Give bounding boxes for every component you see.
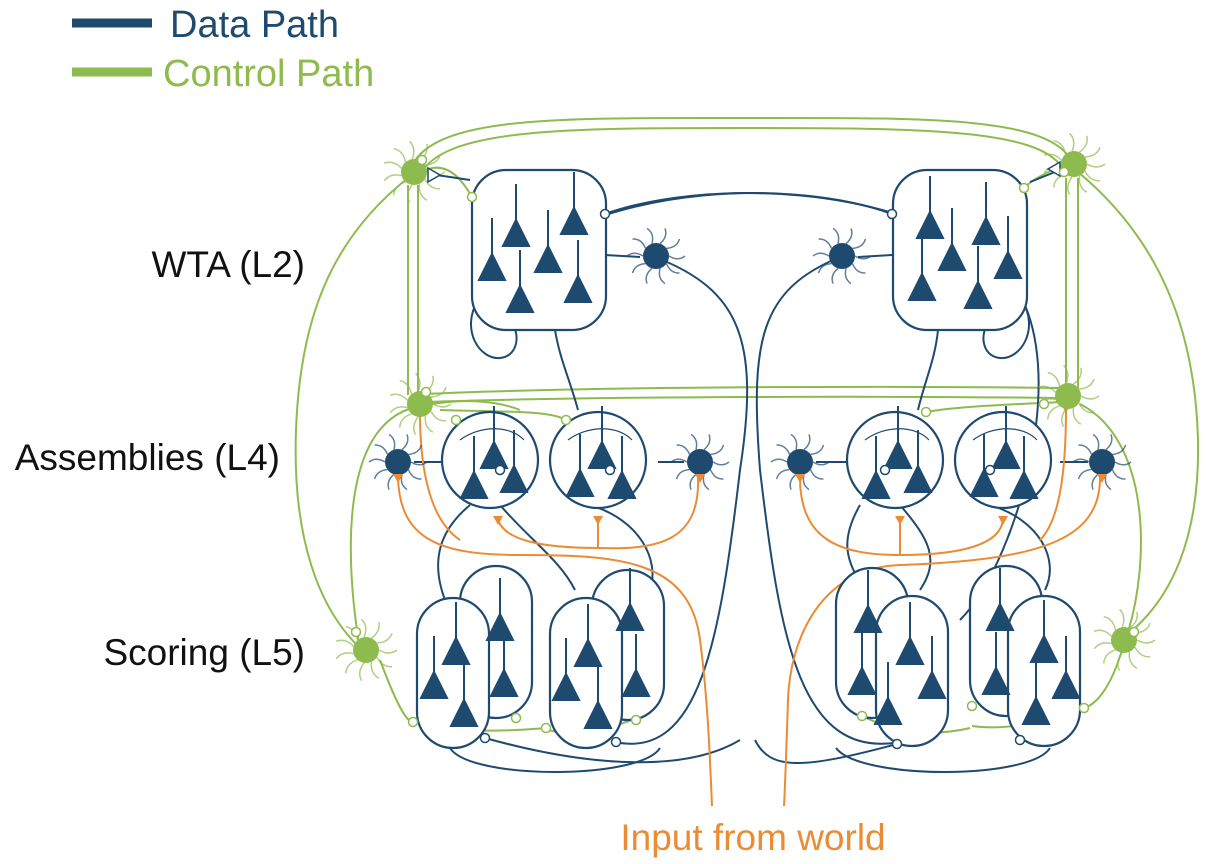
input-arrow-icon <box>393 474 403 483</box>
assembly-circles <box>440 410 1053 510</box>
control-neuron-icon <box>335 618 398 682</box>
control-neuron-icon <box>383 140 446 204</box>
layer-label-assemblies: Assemblies (L4) <box>15 437 280 478</box>
pyramidal-neuron-icon <box>419 172 1081 729</box>
assembly-inner-links <box>459 428 1038 441</box>
input-arrow-icon <box>493 516 503 525</box>
input-arrow-icon <box>795 474 805 483</box>
input-arrow-icon <box>895 516 905 525</box>
synapse-icon <box>350 154 1140 750</box>
input-from-world-label: Input from world <box>620 817 885 858</box>
layer-label-scoring: Scoring (L5) <box>103 632 305 673</box>
wta-group-right <box>891 168 1029 332</box>
inhibitory-interneuron-icon <box>368 433 428 491</box>
inhibitory-interneuron-icon <box>626 227 686 285</box>
inhibitory-interneuron-icon <box>1072 433 1132 491</box>
input-arrow-icon <box>998 516 1008 525</box>
inhibitory-interneuron-icon <box>368 227 1132 525</box>
input-arrow-icon <box>593 516 603 525</box>
control-neuron-icon <box>1037 364 1100 428</box>
control-neuron-icon <box>335 132 1156 682</box>
input-arrow-icon <box>695 474 705 483</box>
layer-label-wta: WTA (L2) <box>152 244 306 285</box>
data-path-legend-label: Data Path <box>170 4 339 46</box>
input-arrow-icon <box>1097 474 1107 483</box>
control-path-legend-label: Control Path <box>163 53 374 95</box>
inhibitory-interneuron-icon <box>670 433 730 491</box>
legend: Data Path Control Path <box>72 4 374 95</box>
inhibitory-interneuron-icon <box>812 227 872 285</box>
